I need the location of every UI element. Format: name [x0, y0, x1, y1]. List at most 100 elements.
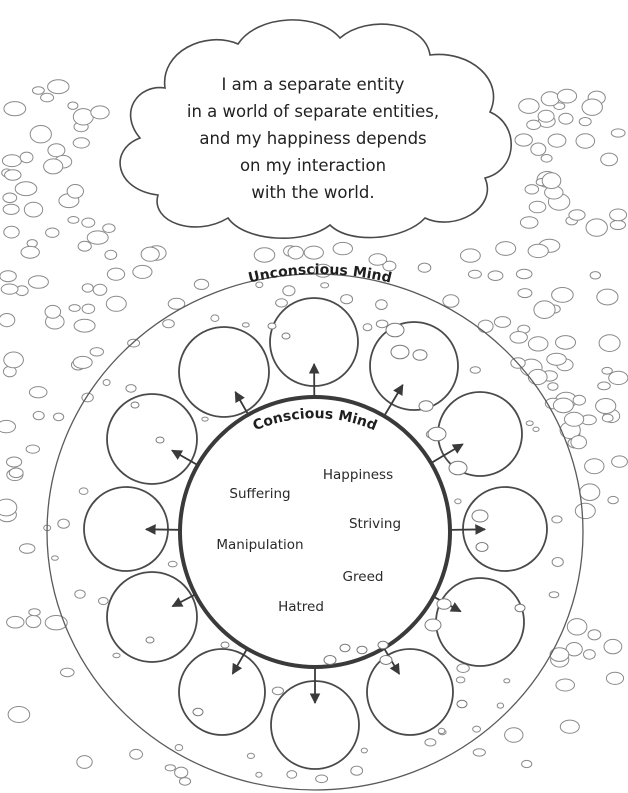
bubble [28, 386, 48, 399]
bubble [518, 98, 540, 114]
bubble [530, 142, 547, 156]
bubble [551, 287, 574, 303]
bubble [375, 299, 388, 311]
bubble [155, 436, 165, 444]
bubble [320, 282, 330, 289]
bubble [253, 247, 276, 263]
bubble [533, 300, 556, 320]
bubble [174, 744, 184, 752]
bubble [456, 699, 468, 709]
bubble [556, 88, 578, 104]
bubble [581, 98, 603, 116]
word-manipulation: Manipulation [216, 537, 303, 553]
bubble [547, 133, 567, 148]
bubble [477, 319, 494, 333]
bubble [525, 420, 534, 427]
bubble [241, 322, 250, 328]
bubble [437, 727, 446, 735]
bubble [246, 752, 255, 760]
bubble [517, 288, 533, 299]
bubble [424, 738, 437, 747]
bubble [4, 169, 22, 181]
bubble [504, 727, 524, 743]
bubble [106, 267, 126, 281]
bubble [340, 294, 354, 305]
bubble [174, 766, 189, 779]
bubble [390, 344, 410, 360]
bubble [472, 725, 482, 733]
bubble [551, 557, 564, 567]
word-hatred: Hatred [278, 599, 324, 615]
bubble [549, 647, 570, 662]
bubble [32, 86, 45, 95]
bubble [460, 248, 481, 263]
bubble [555, 335, 576, 350]
bubble [129, 748, 144, 760]
bubble [1, 154, 22, 168]
edge-bubbles [130, 322, 526, 717]
bubble [193, 278, 210, 290]
bubble [496, 702, 505, 709]
satellite-circle [369, 321, 459, 411]
bubble [515, 268, 533, 280]
bubble [2, 192, 18, 204]
bubble [0, 313, 16, 328]
bubble [105, 295, 127, 312]
bubble [74, 589, 86, 599]
bubble [0, 419, 16, 434]
bubble [332, 241, 353, 256]
bubble [551, 515, 563, 524]
bubble [201, 416, 209, 422]
satellite-circle [435, 577, 525, 667]
bubble [570, 435, 588, 450]
bubble [362, 323, 373, 332]
bubble [271, 686, 284, 696]
bubble [287, 245, 304, 260]
bubble [601, 366, 613, 375]
bubble [555, 678, 576, 692]
bubble [350, 765, 364, 776]
cloud-line-4: on my interaction [240, 156, 386, 175]
bubble [275, 298, 288, 308]
cloud-line-3: and my happiness depends [199, 129, 426, 148]
bubble [81, 283, 94, 293]
bubble [32, 410, 45, 421]
bubble [385, 322, 405, 338]
bubble [78, 487, 89, 496]
bubble [514, 603, 526, 613]
bubble [585, 218, 608, 237]
bubble [67, 101, 79, 110]
bubble [192, 707, 204, 717]
bubble [610, 128, 626, 138]
bubble [8, 467, 24, 479]
bubble [375, 319, 389, 329]
bubble [19, 151, 34, 164]
word-greed: Greed [343, 569, 384, 585]
bubble [44, 615, 68, 631]
bubble [0, 270, 17, 283]
bubble [412, 349, 428, 361]
bubble [547, 382, 559, 391]
bubble [27, 275, 49, 289]
bubble [102, 379, 111, 386]
bubble [566, 618, 588, 636]
bubble [125, 384, 137, 393]
bubble [564, 411, 585, 427]
bubble [558, 112, 574, 125]
bubble [130, 401, 140, 409]
cloud-line-1: I am a separate entity [222, 75, 405, 94]
bubble [603, 638, 623, 655]
bubble [86, 230, 109, 245]
bubble [609, 219, 627, 230]
bubble [20, 245, 40, 259]
bubble [140, 246, 160, 262]
bubble [382, 260, 397, 272]
bubble [167, 560, 178, 568]
bubble [565, 642, 583, 657]
bubble [81, 217, 96, 228]
bubble [315, 774, 329, 784]
bubble [368, 253, 388, 266]
bubble [28, 608, 41, 617]
bubble [90, 105, 110, 120]
bubble [145, 636, 155, 644]
